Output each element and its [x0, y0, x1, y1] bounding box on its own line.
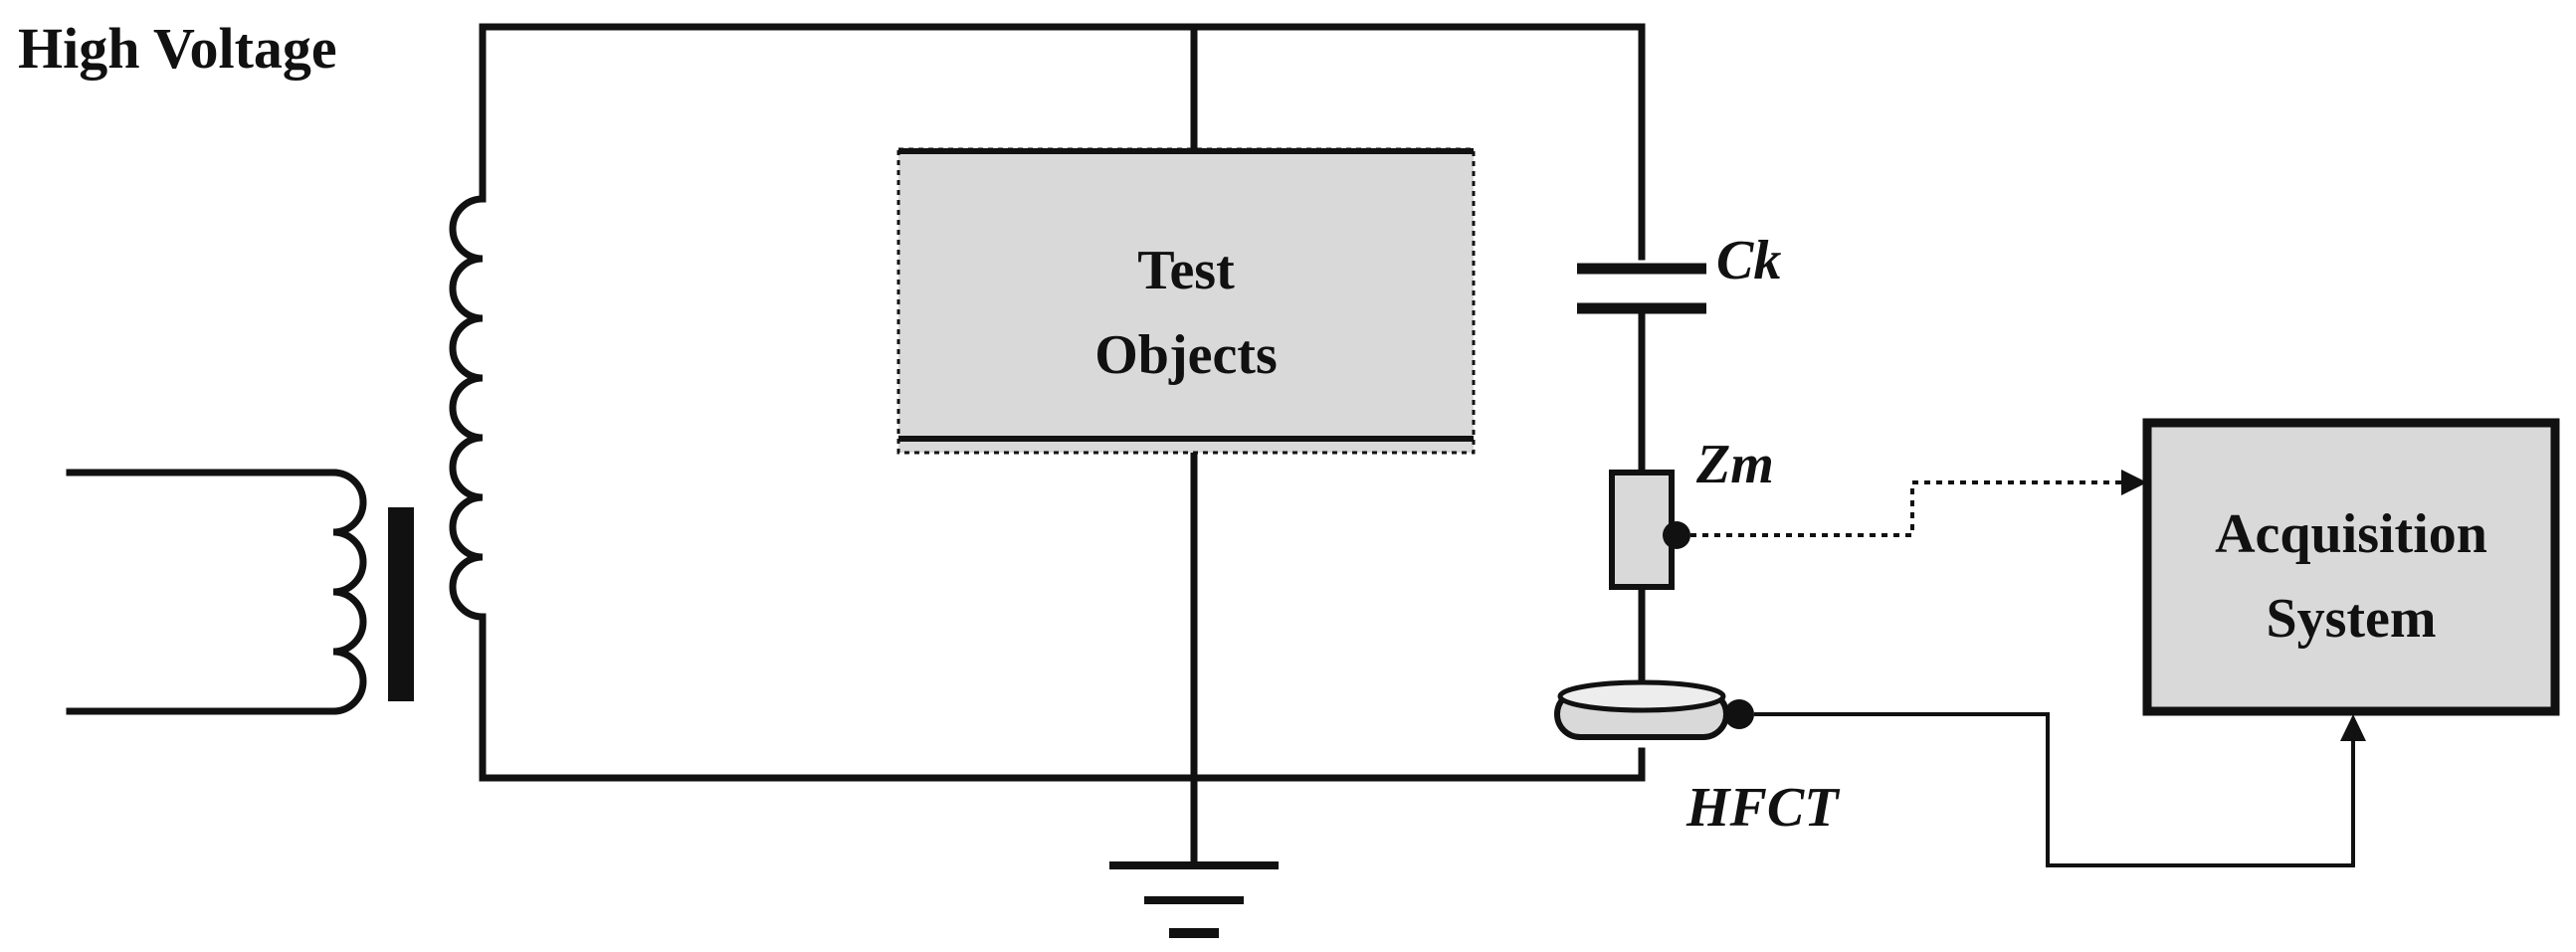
hfct-sensor-icon [1554, 679, 1754, 740]
impedance-icon [1609, 470, 1690, 590]
acquisition-system-box: Acquisition System [2142, 418, 2560, 716]
hfct-signal-line [1754, 712, 2366, 867]
circuit-wires [479, 23, 1646, 869]
ground-icon [1109, 861, 1279, 938]
acquisition-label-line2: System [2266, 588, 2436, 650]
acquisition-label-line1: Acquisition [2215, 503, 2487, 565]
test-objects-label-line2: Objects [1094, 324, 1278, 386]
test-objects-box: Test Objects [896, 147, 1476, 455]
zm-signal-line [1690, 470, 2147, 537]
ck-label: Ck [1716, 230, 1781, 291]
transformer-icon [66, 195, 487, 715]
capacitor-icon [1577, 263, 1706, 314]
hfct-label: HFCT [1685, 777, 1841, 839]
test-objects-label-line1: Test [1137, 240, 1235, 301]
high-voltage-label: High Voltage [18, 16, 337, 81]
zm-label: Zm [1695, 434, 1774, 495]
